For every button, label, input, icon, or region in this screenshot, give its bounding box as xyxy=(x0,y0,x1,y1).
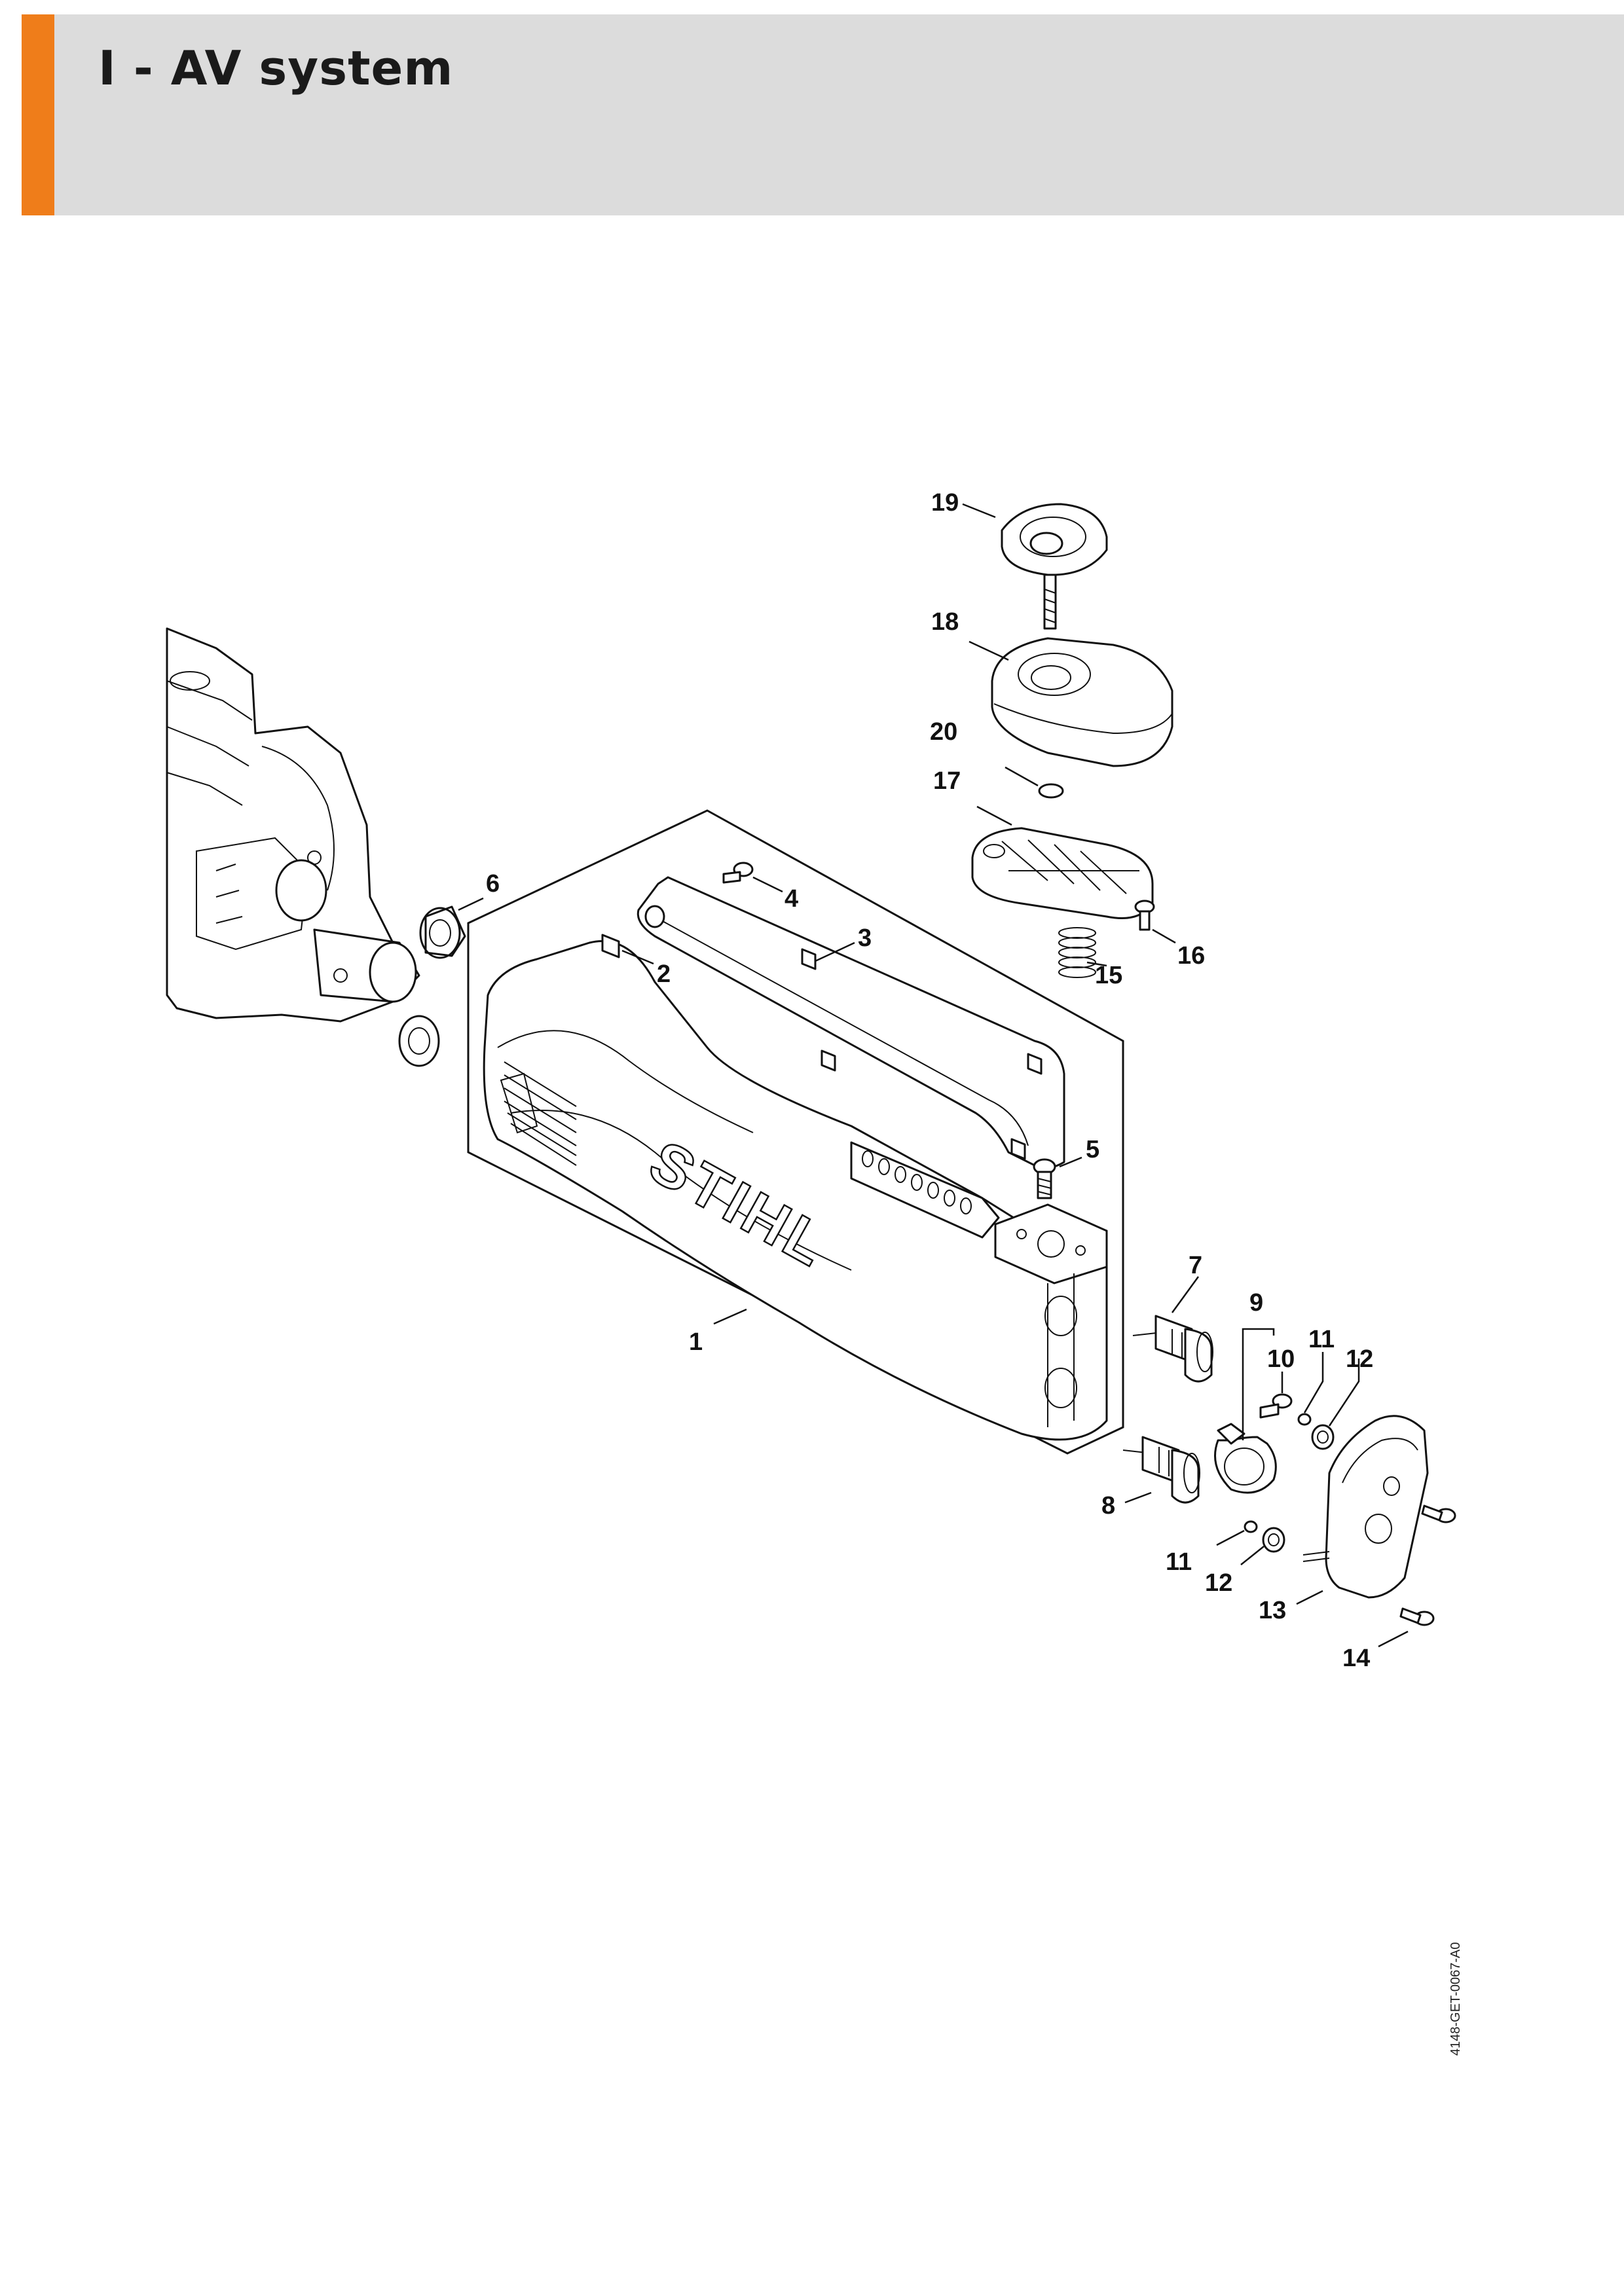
callout-20: 20 xyxy=(930,718,957,746)
buffer-12-upper xyxy=(1311,1424,1335,1450)
callout-8: 8 xyxy=(1101,1492,1115,1520)
screw-14-lower xyxy=(1399,1607,1435,1626)
clip-part xyxy=(601,934,620,958)
buffer-12-lower xyxy=(1262,1527,1285,1553)
spring xyxy=(1058,927,1096,978)
callout-2: 2 xyxy=(657,960,671,988)
clamp xyxy=(1214,1423,1277,1494)
callout-6: 6 xyxy=(486,870,500,898)
screw-16 xyxy=(1134,900,1155,931)
bearing-upper xyxy=(419,905,466,959)
engine-block xyxy=(166,627,420,1023)
end-cover-plate xyxy=(1302,1415,1429,1599)
callout-4: 4 xyxy=(784,885,798,913)
page-title: I - AV system xyxy=(98,41,454,96)
callout-3: 3 xyxy=(858,924,872,952)
callout-labels: 19 18 20 17 4 3 2 6 15 16 5 1 7 9 10 11 … xyxy=(486,489,1373,1672)
cover-cap xyxy=(991,637,1173,767)
callout-1: 1 xyxy=(689,1328,703,1356)
leader-lines xyxy=(458,503,1409,1648)
nut-11-lower xyxy=(1244,1520,1258,1533)
assembly-outline-box xyxy=(467,809,1124,1455)
screw-4 xyxy=(722,862,754,884)
header-band xyxy=(22,14,1624,215)
drawing-code-text: 4148-GET-0067-A0 xyxy=(1449,1942,1463,2056)
handle-housing: STIHL xyxy=(483,940,1108,1441)
callout-12-upper: 12 xyxy=(1346,1345,1373,1373)
callout-18: 18 xyxy=(931,608,959,636)
bearing-lower xyxy=(398,1015,440,1067)
av-spring-element-7 xyxy=(1132,1315,1213,1383)
callout-5: 5 xyxy=(1086,1136,1099,1163)
callout-15: 15 xyxy=(1095,962,1122,989)
washer xyxy=(1038,783,1064,799)
callout-11-lower: 11 xyxy=(1166,1548,1192,1576)
callout-9: 9 xyxy=(1249,1289,1263,1317)
callout-17: 17 xyxy=(933,767,961,795)
nut-11-upper xyxy=(1297,1413,1312,1426)
callout-12-lower: 12 xyxy=(1205,1569,1232,1597)
screw-14-upper xyxy=(1421,1504,1456,1523)
callout-13: 13 xyxy=(1259,1597,1286,1624)
screw-5 xyxy=(1033,1158,1056,1199)
av-spring-element-8 xyxy=(1122,1436,1200,1504)
callout-7: 7 xyxy=(1189,1252,1202,1279)
drawing-code: 4148-GET-0067-A0 xyxy=(1428,1899,1480,2056)
callout-10: 10 xyxy=(1267,1345,1295,1373)
callout-11-upper: 11 xyxy=(1308,1326,1335,1353)
callout-16: 16 xyxy=(1177,942,1205,970)
screw-10 xyxy=(1259,1393,1293,1419)
callout-19: 19 xyxy=(931,489,959,517)
adjustment-knob xyxy=(1001,503,1108,630)
holder-bracket xyxy=(971,827,1154,919)
vent-holes xyxy=(862,1150,972,1214)
callout-14: 14 xyxy=(1342,1645,1370,1672)
header-accent-bar xyxy=(22,14,54,215)
